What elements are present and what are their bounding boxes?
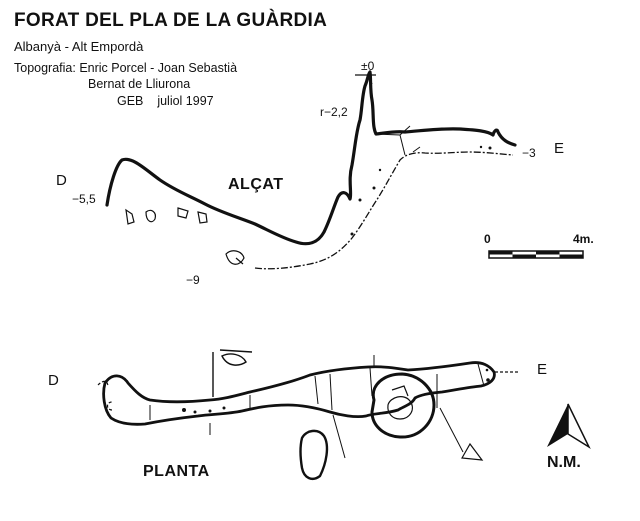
elevation-end-e-label: E [554,140,565,157]
plan-end-d-label: D [48,372,59,389]
plan-upper-branch [212,349,253,397]
plan-rock-dots [182,368,490,414]
scale-start-label: 0 [484,232,491,246]
depth-5-5-label: −5,5 [72,192,96,206]
plan-chamber-inner [387,385,413,420]
credits-second-surveyor: Bernat de Lliurona [88,77,191,91]
plan-section-cuts [149,363,485,420]
scale-end-label: 4m. [573,232,594,246]
north-arrow [547,403,591,450]
elevation-section-title: ALÇAT [228,176,284,193]
survey-location: Albanyà - Alt Empordà [14,39,144,54]
elevation-rock-dots [350,145,492,236]
elevation-floor-line [254,151,514,270]
credits-org: GEB [117,94,144,108]
elevation-entrance-ground [355,74,376,85]
depth-9-label: −9 [186,273,200,287]
elevation-divider-lines [375,125,421,156]
depth-3-label: −3 [522,146,536,160]
plan-cross-lines [209,355,464,459]
north-label: N.M. [547,454,581,471]
scale-bar [488,250,584,259]
plan-outline [102,361,496,426]
plan-section-title: PLANTA [143,463,210,480]
plan-chamber [370,372,436,439]
plan-lower-branch [299,429,329,480]
depth-zero-label: ±0 [361,59,375,73]
elevation-ceiling-line [105,70,517,246]
plan-boulder [461,442,484,461]
depth-2-2-label: r−2,2 [320,105,348,119]
credits-date: juliol 1997 [157,94,214,108]
credits-org-date: GEB juliol 1997 [117,95,214,108]
elevation-floor-rocks [125,207,245,265]
credits-topography: Topografia: Enric Porcel - Joan Sebastià [14,61,238,75]
elevation-end-d-label: D [56,172,67,189]
plan-end-e-label: E [537,361,548,378]
survey-title: FORAT DEL PLA DE LA GUÀRDIA [14,10,328,31]
plan-left-extension [97,380,113,411]
